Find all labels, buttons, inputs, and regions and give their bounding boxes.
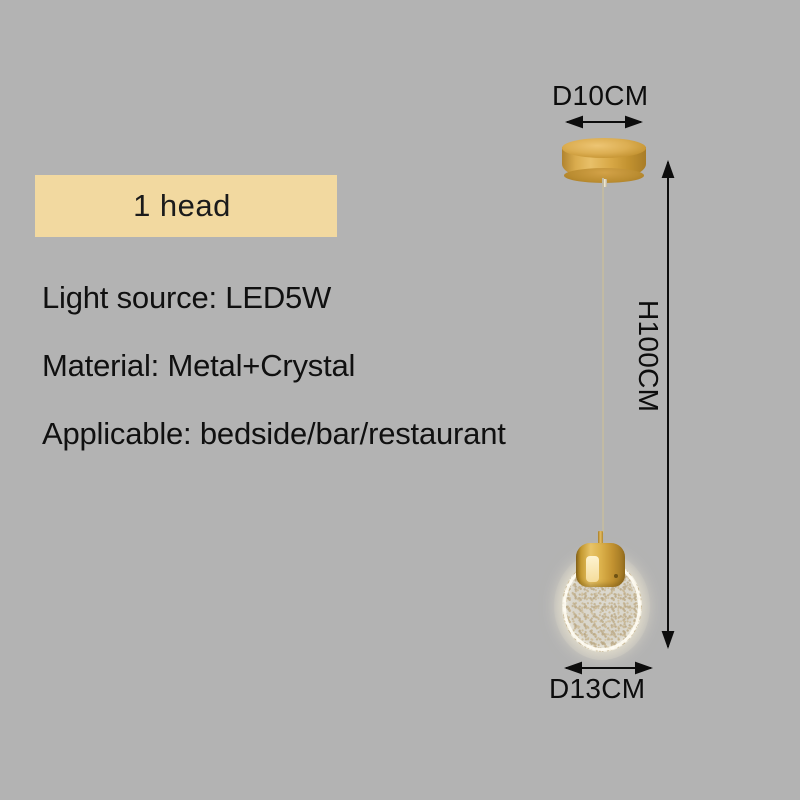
dimension-label-shade-diameter: D13CM xyxy=(549,673,646,704)
gold-bracket xyxy=(576,543,625,587)
dimension-label-canopy-diameter: D10CM xyxy=(552,80,649,111)
bracket-light-slot xyxy=(586,556,599,582)
canopy-top-face xyxy=(562,138,646,158)
canopy-body xyxy=(562,147,646,180)
ceiling-canopy xyxy=(562,138,646,187)
variant-banner: 1 head xyxy=(35,175,337,237)
spec-material: Material: Metal+Crystal xyxy=(42,348,356,383)
crystal-rim xyxy=(563,561,641,651)
crystal-disc xyxy=(562,560,642,652)
variant-label: 1 head xyxy=(133,188,231,223)
dimension-label-total-height: H100CM xyxy=(633,300,664,413)
bracket-screw xyxy=(614,574,618,578)
head-stem xyxy=(598,531,603,547)
crystal-bubble-texture xyxy=(562,560,642,652)
canopy-cord-outlet xyxy=(602,179,607,187)
canopy-underside xyxy=(564,168,644,183)
spec-list: Light source: LED5W Material: Metal+Crys… xyxy=(42,282,682,486)
spec-applicable: Applicable: bedside/bar/restaurant xyxy=(42,416,506,451)
spec-light-source: Light source: LED5W xyxy=(42,280,332,315)
lamp-head xyxy=(554,528,650,660)
crystal-glow xyxy=(554,552,650,660)
